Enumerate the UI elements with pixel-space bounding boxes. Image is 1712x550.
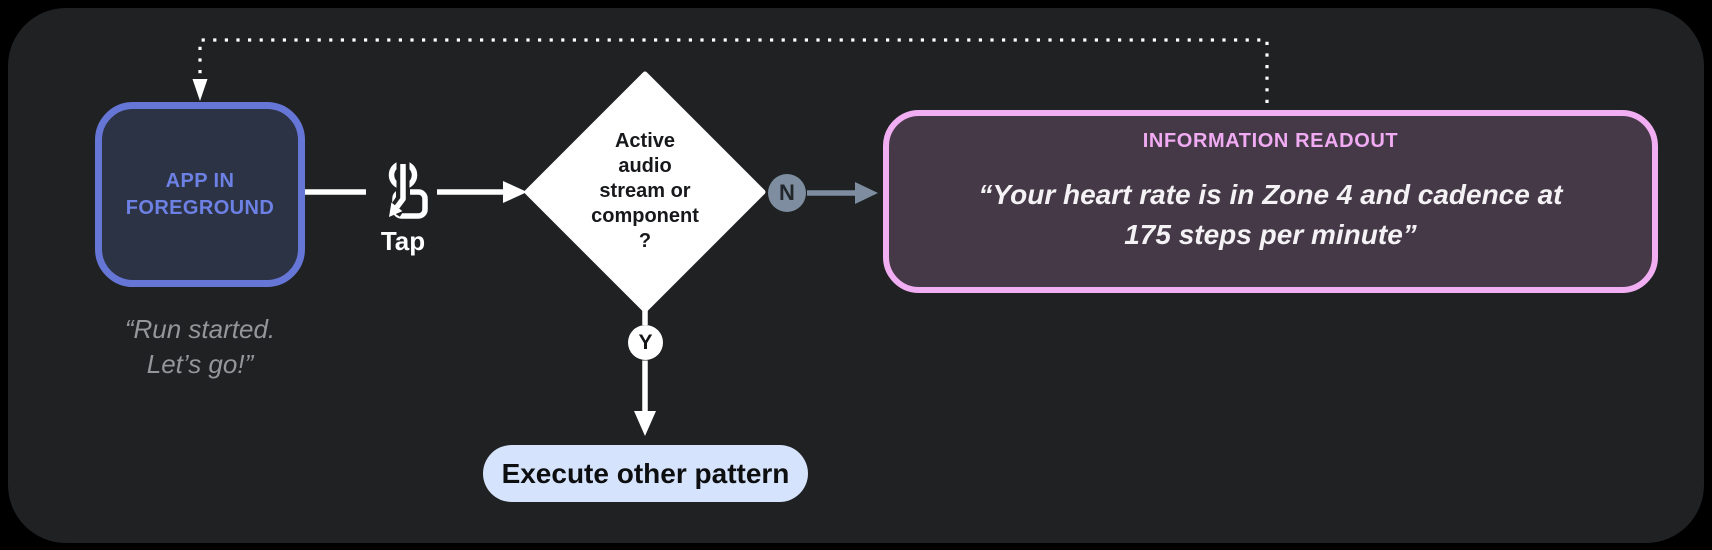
execute-other-pattern-label: Execute other pattern <box>501 457 790 489</box>
app-in-foreground-label: APP IN FOREGROUND <box>125 169 275 219</box>
execute-other-pattern-node: Execute other pattern <box>483 445 808 502</box>
information-readout-title: INFORMATION READOUT <box>1142 130 1399 152</box>
tap-label: Tap <box>380 226 426 256</box>
run-started-caption: “Run started. Let’s go!” <box>124 314 276 379</box>
tap-gesture-icon <box>388 158 428 219</box>
yes-branch-badge: Y <box>628 325 663 360</box>
information-readout-quote: “Your heart rate is in Zone 4 and cadenc… <box>978 179 1563 250</box>
decision-question: Active audio stream or component ? <box>591 130 699 252</box>
app-in-foreground-node: APP IN FOREGROUND <box>95 102 305 287</box>
information-readout-node: INFORMATION READOUT “Your heart rate is … <box>883 110 1658 293</box>
no-branch-badge: N <box>768 174 806 212</box>
tap-finger-shape <box>394 164 406 209</box>
tap-arrowhead-shape <box>389 202 403 217</box>
